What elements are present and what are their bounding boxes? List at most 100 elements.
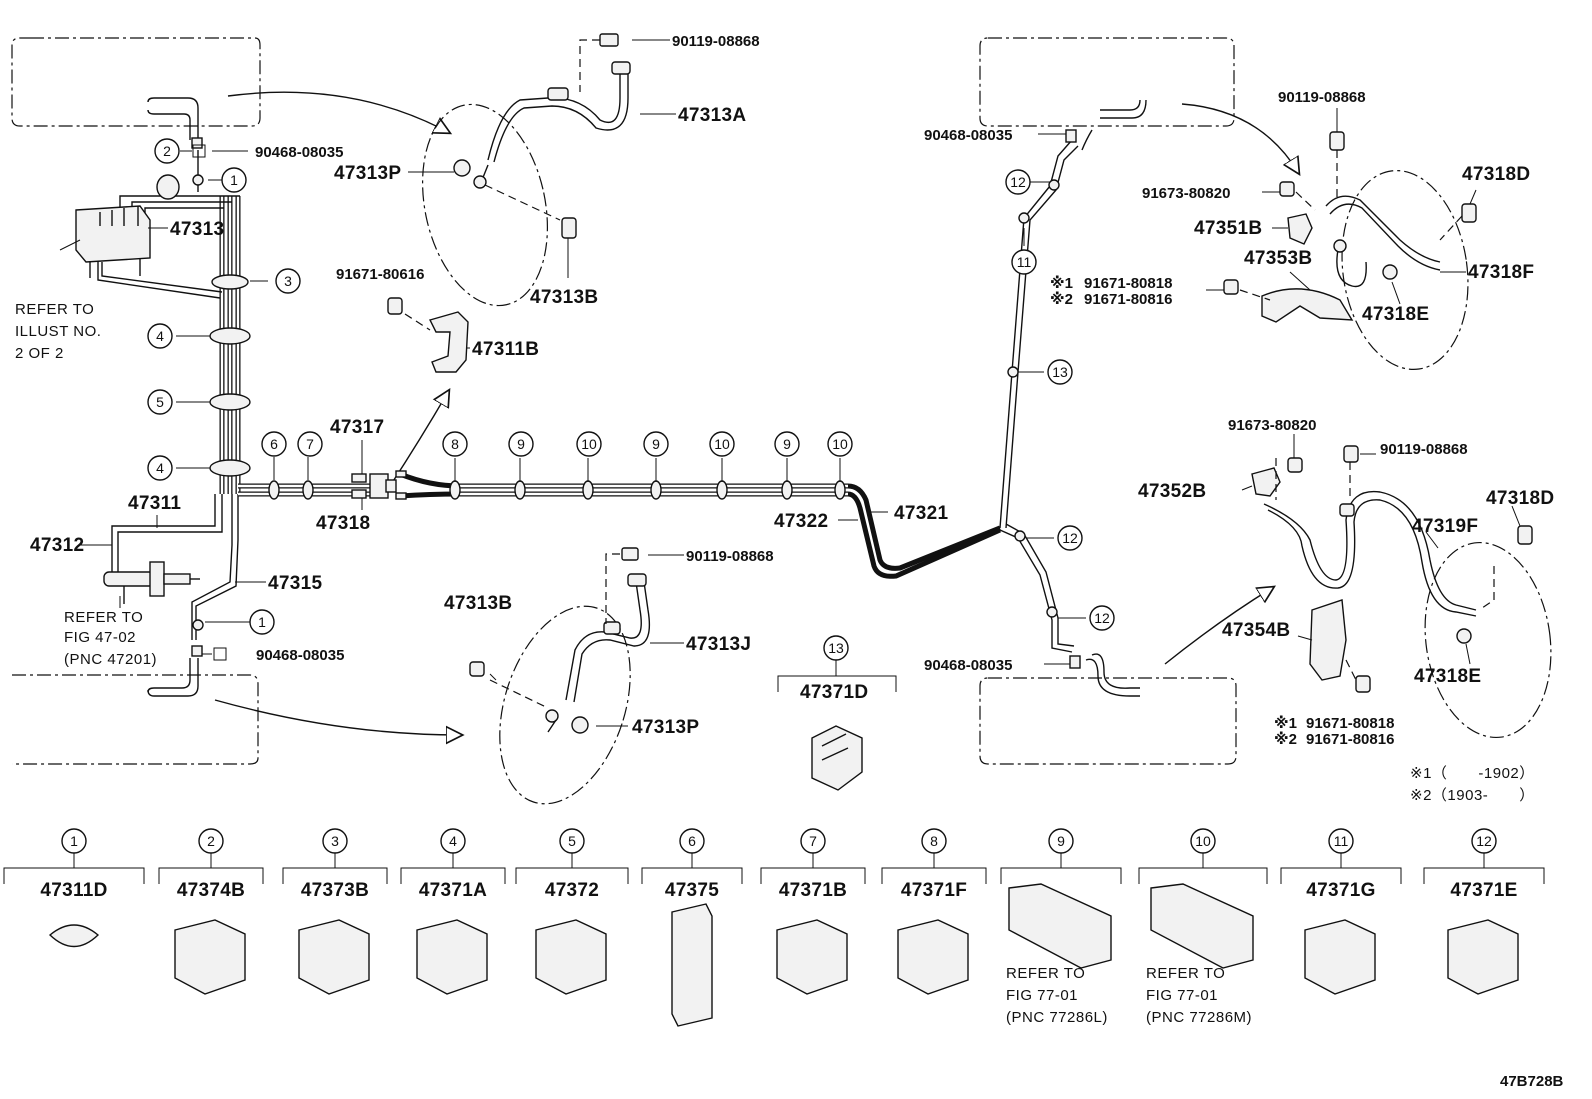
body-outline-top-right — [979, 37, 1235, 127]
label-91673-bot: 91673-80820 — [1228, 417, 1316, 434]
bubble-10: 10 — [827, 431, 853, 457]
legend-note-2: ※2（1903- ） — [1410, 787, 1535, 804]
legend-item-6: 6 47375 — [641, 828, 743, 1027]
label-47313B-bot: 47313B — [444, 593, 512, 614]
legend-num: 8 — [930, 833, 938, 849]
svg-text:47371D: 47371D — [800, 682, 868, 703]
legend-num: 9 — [1057, 833, 1065, 849]
label-90119-tr: 90119-08868 — [1278, 89, 1366, 106]
legend-part: 47375 — [665, 880, 719, 901]
svg-text:3: 3 — [284, 273, 292, 289]
label-47313P-bot: 47313P — [632, 717, 699, 738]
legend-part: 47371E — [1450, 880, 1517, 901]
legend-refer-note: (PNC 77286L) — [1006, 1009, 1108, 1026]
svg-text:12: 12 — [1010, 174, 1026, 190]
legend-part: 47371F — [901, 880, 967, 901]
label-47313P-top: 47313P — [334, 163, 401, 184]
clip-illustration — [1008, 883, 1112, 969]
bubble-8: 8 — [442, 431, 468, 457]
svg-text:2 OF 2: 2 OF 2 — [15, 345, 64, 362]
label-47318E-top: 47318E — [1362, 304, 1429, 325]
bubble-12: 12 — [1005, 169, 1031, 195]
label-90119-top: 90119-08868 — [672, 33, 760, 50]
legend-part: 47373B — [301, 880, 369, 901]
legend-item-10: 10 — [1138, 828, 1268, 969]
legend-part: 47371A — [419, 880, 487, 901]
label-47313A: 47313A — [678, 105, 746, 126]
detail-ellipse-br — [1424, 541, 1552, 739]
bubble-10: 10 — [709, 431, 735, 457]
svg-text:91671-80818: 91671-80818 — [1306, 715, 1394, 732]
label-47311B: 47311B — [472, 339, 539, 360]
label-91671-816-top: ※2 91671-80816 — [1050, 290, 1172, 308]
label-47318D-bot: 47318D — [1486, 488, 1554, 509]
svg-text:7: 7 — [306, 436, 314, 452]
detail-ellipse-bl — [499, 605, 631, 805]
legend-num: 2 — [207, 833, 215, 849]
svg-text:10: 10 — [581, 436, 597, 452]
leader-lines — [59, 39, 1521, 727]
svg-text:9: 9 — [783, 436, 791, 452]
bubble-5: 5 — [147, 389, 173, 415]
clip-illustration — [298, 919, 370, 995]
svg-text:12: 12 — [1094, 610, 1110, 626]
part-labels: 90119-08868 47313A 47313P 47313B 47313 9… — [30, 33, 1554, 748]
legend-num: 6 — [688, 833, 696, 849]
svg-text:4: 4 — [156, 328, 164, 344]
label-47312: 47312 — [30, 535, 84, 556]
master-cylinder-block — [75, 205, 151, 278]
bubble-11: 11 — [1011, 249, 1037, 275]
label-90468-br: 90468-08035 — [924, 657, 1012, 674]
svg-text:9: 9 — [517, 436, 525, 452]
label-90468-tr: 90468-08035 — [924, 127, 1012, 144]
bracket-47311B — [387, 297, 469, 373]
bubble-markers: 2 1 3 4 5 4 6 7 1 8 9 10 9 10 9 10 12 11… — [147, 138, 1115, 635]
bubble-1: 1 — [249, 609, 275, 635]
right-bottom-hose — [1069, 653, 1140, 697]
svg-text:1: 1 — [230, 172, 238, 188]
proportioning-valve — [103, 561, 200, 604]
bubble-9: 9 — [643, 431, 669, 457]
label-47311: 47311 — [128, 493, 181, 514]
clip-illustration — [416, 919, 488, 995]
left-bottom-hose — [147, 645, 203, 697]
svg-text:90468-08035: 90468-08035 — [255, 144, 343, 161]
flex-hose-47313A — [453, 33, 631, 239]
legend-num: 4 — [449, 833, 457, 849]
label-47318: 47318 — [316, 513, 370, 534]
clip-illustration — [48, 924, 100, 948]
clip-illustration — [1304, 919, 1376, 995]
bubble-4: 4 — [147, 323, 173, 349]
arrow-top-left — [227, 91, 448, 132]
legend-num: 10 — [1195, 833, 1211, 849]
legend-refer-note: (PNC 77286M) — [1146, 1009, 1252, 1026]
svg-text:4: 4 — [156, 460, 164, 476]
bubble-9: 9 — [774, 431, 800, 457]
svg-text:91671-80816: 91671-80816 — [1084, 291, 1172, 308]
svg-text:6: 6 — [270, 436, 278, 452]
label-91673-top: 91673-80820 — [1142, 185, 1230, 202]
legend-part: 47371B — [779, 880, 847, 901]
svg-text:91671-80816: 91671-80816 — [1306, 731, 1394, 748]
svg-text:※2: ※2 — [1050, 290, 1073, 308]
bubble-12: 12 — [1057, 525, 1083, 551]
svg-text:90468-08035: 90468-08035 — [256, 647, 344, 664]
clip-illustration — [1447, 919, 1519, 995]
bubble-12: 12 — [1089, 605, 1115, 631]
rear-right-bottom-assembly — [1251, 445, 1533, 693]
bubble-6: 6 — [261, 431, 287, 457]
clip-illustration — [897, 919, 969, 995]
clip-illustration — [776, 919, 848, 995]
svg-text:10: 10 — [714, 436, 730, 452]
svg-text:(PNC 47201): (PNC 47201) — [64, 651, 157, 668]
svg-text:91671-80818: 91671-80818 — [1084, 275, 1172, 292]
clip-legend-row: 147311D247374B347373B447371A547372647375… — [3, 828, 1545, 1027]
svg-text:5: 5 — [156, 394, 164, 410]
rear-right-top-assembly — [1223, 131, 1477, 323]
svg-text:REFER TO: REFER TO — [64, 609, 143, 626]
label-47313: 47313 — [170, 219, 224, 240]
legend-note-1: ※1（ -1902） — [1410, 765, 1535, 782]
